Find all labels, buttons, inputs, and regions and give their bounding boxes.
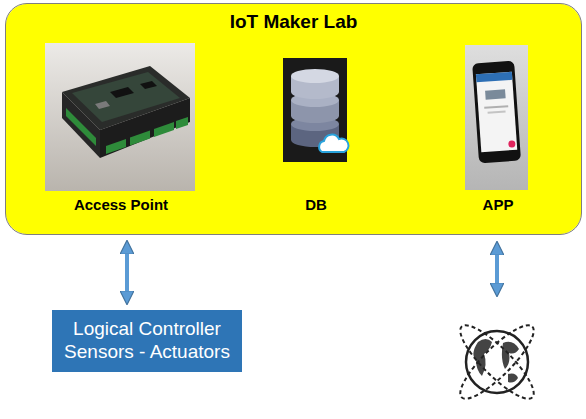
chip — [140, 81, 157, 89]
controller-box: Logical Controller Sensors - Actuators — [52, 310, 242, 372]
phone-body — [472, 61, 521, 164]
cloud-icon — [319, 135, 348, 152]
double-arrow — [125, 243, 129, 302]
app-button — [508, 140, 515, 147]
app-bar — [476, 72, 512, 82]
globe-outline — [466, 331, 528, 393]
chip — [95, 101, 110, 109]
globe-icon — [452, 317, 543, 408]
phone-screen — [476, 72, 517, 152]
database-icon — [283, 58, 348, 162]
device-label: DB — [261, 44, 371, 214]
terminal-block — [130, 130, 150, 145]
device-label: Access Point — [46, 44, 196, 214]
app-line — [484, 105, 508, 109]
terminal-block — [154, 122, 174, 137]
node-label: Logical Controller Sensors - Actuators — [58, 318, 236, 364]
panel-fill — [6, 4, 582, 235]
chip — [110, 87, 134, 98]
db-disk-top — [291, 69, 339, 83]
node-label: DB — [305, 196, 327, 213]
photo-background — [45, 43, 195, 191]
case-front — [100, 98, 190, 158]
lab-panel: IoT Maker LabAccess Point DB APP — [5, 3, 582, 235]
access-point-photo — [45, 43, 195, 191]
double-arrow — [495, 244, 499, 294]
orbit-ring — [452, 317, 543, 408]
app-line — [488, 110, 506, 113]
continent — [508, 374, 518, 383]
terminal-block — [106, 139, 126, 154]
photo-background — [465, 45, 528, 190]
phone-photo — [465, 45, 528, 190]
node-label: APP — [483, 196, 514, 213]
panel-title: IoT Maker Lab — [6, 11, 581, 33]
continent — [502, 342, 519, 369]
app-image — [485, 89, 506, 99]
terminal-block — [176, 117, 188, 129]
node-label: Access Point — [74, 196, 168, 213]
terminal-block — [66, 108, 96, 146]
device-label: APP — [448, 44, 548, 214]
case-side — [62, 92, 100, 158]
orbit-ring — [452, 317, 543, 408]
